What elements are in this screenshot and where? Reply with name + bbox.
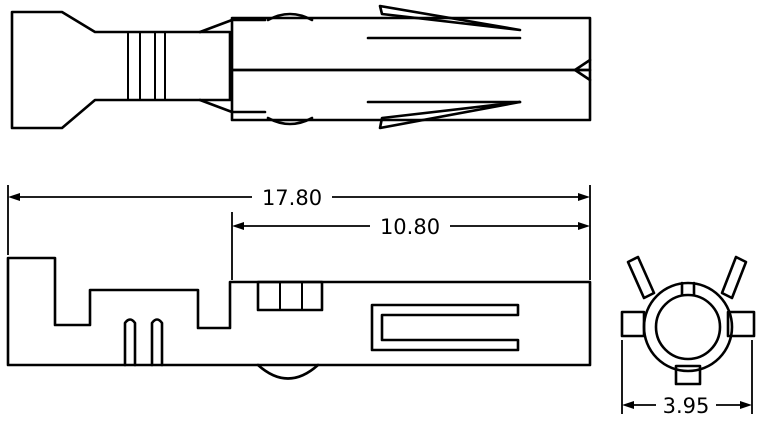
side-view-crimp-slot-1	[123, 318, 137, 367]
side-view-crimp-slot-2	[150, 318, 164, 367]
top-view-lance-top	[266, 12, 314, 22]
end-view	[620, 255, 756, 386]
end-view-inner-ring	[654, 293, 722, 361]
dimension-overall-length: 17.80	[7, 185, 591, 280]
end-view-outer-ring	[642, 281, 734, 373]
side-view-outline	[6, 256, 592, 367]
top-view-spring-upper	[378, 4, 522, 32]
end-view-bottom-tab	[674, 364, 702, 386]
top-view-body-lower	[230, 68, 592, 122]
end-view-left-finger	[626, 255, 656, 300]
end-view-right-finger	[720, 255, 748, 300]
side-view-spring-slot	[370, 303, 520, 352]
end-view-left-ear	[620, 310, 646, 338]
contact-length-label: 10.80	[380, 215, 440, 239]
end-width-label: 3.95	[663, 394, 710, 418]
overall-length-label: 17.80	[262, 186, 322, 210]
top-view-crimp-barrel	[10, 10, 232, 130]
top-view-lance-bottom	[266, 116, 314, 126]
side-view	[6, 256, 592, 380]
top-view-spring-lower	[378, 100, 522, 130]
dimension-contact-length: 10.80	[231, 212, 590, 280]
dimension-end-width: 3.95	[621, 340, 753, 418]
top-view	[10, 4, 592, 130]
side-view-window	[256, 280, 324, 312]
end-view-right-ear	[726, 310, 756, 338]
top-view-body-upper	[230, 16, 592, 72]
side-view-lance	[256, 363, 320, 380]
